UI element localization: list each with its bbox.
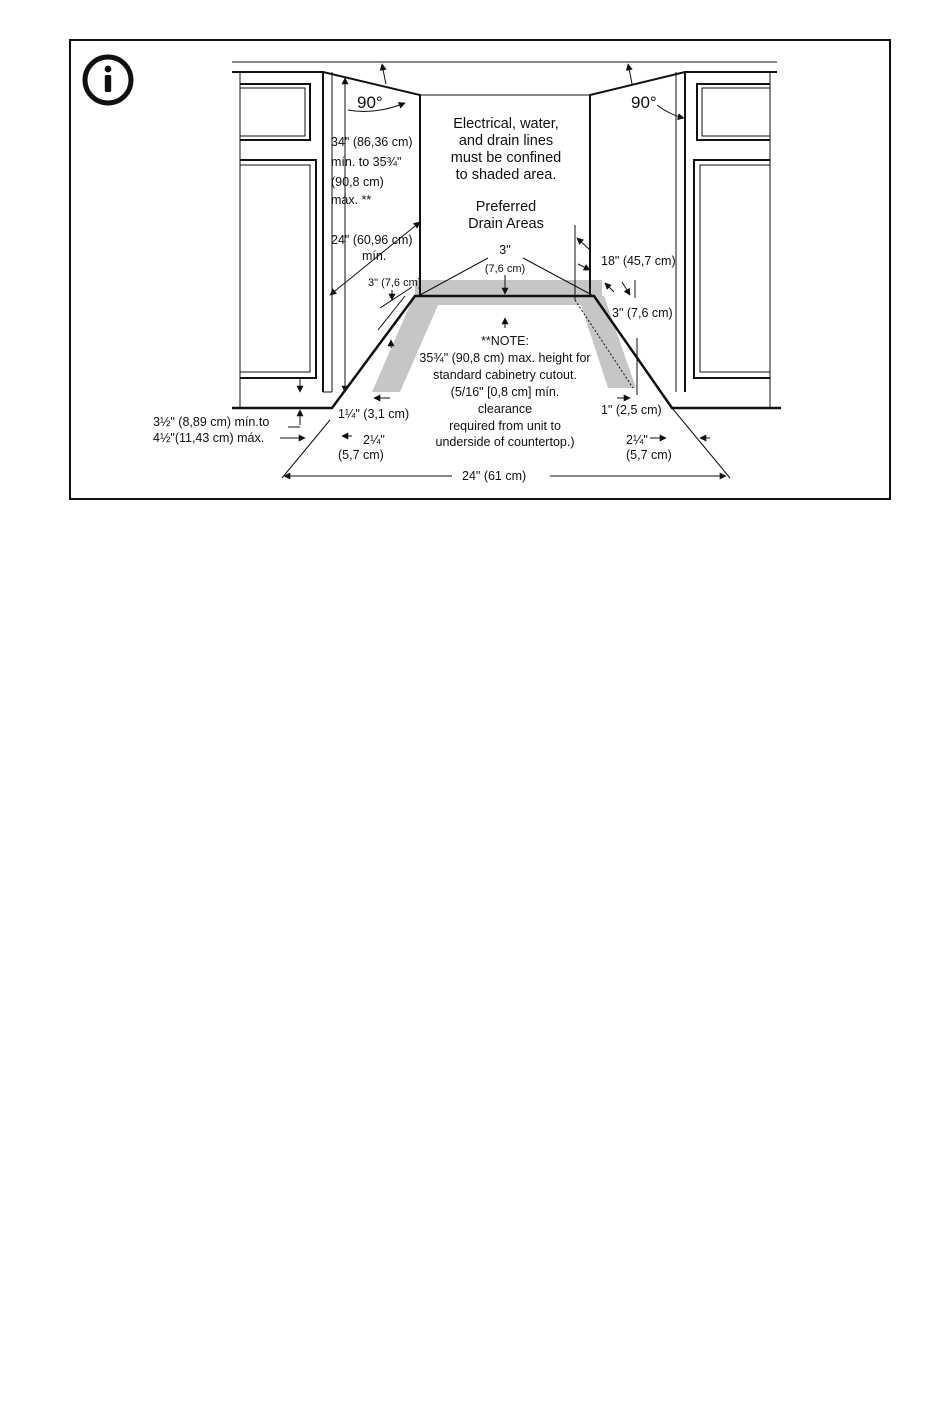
installation-diagram: 90° 90° Electrical, water, and drain lin… [82, 54, 781, 483]
svg-text:24" (60,96 cm): 24" (60,96 cm) [331, 233, 413, 247]
svg-text:must be confined: must be confined [451, 150, 561, 166]
svg-text:required from unit to: required from unit to [449, 419, 561, 433]
info-icon [82, 54, 134, 106]
svg-text:34" (86,36 cm): 34" (86,36 cm) [331, 135, 413, 149]
svg-text:(5,7 cm): (5,7 cm) [338, 448, 384, 462]
dimension-lines [280, 63, 731, 480]
toe-kick-label: 3½" (8,89 cm) mín.to 4½"(11,43 cm) máx. [153, 415, 269, 445]
svg-text:mín.: mín. [362, 249, 386, 263]
preferred-drain-label: Preferred Drain Areas [468, 199, 544, 232]
svg-text:2¼": 2¼" [363, 433, 385, 447]
svg-text:(7,6 cm): (7,6 cm) [485, 263, 525, 275]
svg-text:3": 3" [499, 243, 510, 257]
left-214-label: 2¼" (5,7 cm) [338, 433, 385, 462]
side-walls [377, 225, 634, 389]
note-label: **NOTE: 35¾" (90,8 cm) max. height for s… [419, 334, 590, 449]
left-114-label: 1¼" (3,1 cm) [338, 407, 409, 421]
svg-text:underside of countertop.): underside of countertop.) [436, 435, 575, 449]
drain-width-label: 3" (7,6 cm) [485, 243, 525, 275]
svg-text:Preferred: Preferred [476, 199, 536, 215]
svg-text:(5,7 cm): (5,7 cm) [626, 448, 672, 462]
svg-text:clearance: clearance [478, 402, 532, 416]
svg-text:Electrical, water,: Electrical, water, [453, 116, 559, 132]
right-18-label: 18" (45,7 cm) [601, 254, 676, 268]
right-214-label: 2¼" (5,7 cm) [626, 433, 672, 462]
left-depth-label: 3" (7,6 cm) [368, 277, 421, 289]
svg-text:máx. **: máx. ** [331, 193, 371, 207]
left-cabinet [239, 72, 333, 408]
svg-text:(5/16" [0,8 cm] mín.: (5/16" [0,8 cm] mín. [451, 385, 560, 399]
svg-text:3½" (8,89 cm) mín.to: 3½" (8,89 cm) mín.to [153, 415, 269, 429]
svg-text:(90,8 cm): (90,8 cm) [331, 175, 384, 189]
right-cabinet [675, 72, 771, 408]
svg-text:35¾" (90,8 cm) max. height for: 35¾" (90,8 cm) max. height for [419, 351, 590, 365]
svg-text:to shaded area.: to shaded area. [456, 167, 557, 183]
svg-text:and drain lines: and drain lines [459, 133, 553, 149]
svg-text:2¼": 2¼" [626, 433, 648, 447]
right-1-label: 1" (2,5 cm) [601, 403, 662, 417]
svg-text:Drain Areas: Drain Areas [468, 216, 544, 232]
shaded-area [372, 280, 636, 392]
angle-right: 90° [631, 93, 657, 112]
height-range-label: 34" (86,36 cm) mín. to 35¾" (90,8 cm) má… [331, 135, 413, 207]
diagram-frame [69, 39, 891, 500]
svg-text:mín. to 35¾": mín. to 35¾" [331, 155, 401, 169]
svg-text:**NOTE:: **NOTE: [481, 334, 529, 348]
min-width-label: 24" (60,96 cm) mín. [331, 233, 413, 263]
overall-width-label: 24" (61 cm) [462, 469, 526, 483]
right-3-label: 3" (7,6 cm) [612, 306, 673, 320]
shaded-note: Electrical, water, and drain lines must … [451, 116, 561, 183]
svg-text:4½"(11,43 cm) máx.: 4½"(11,43 cm) máx. [153, 431, 264, 445]
angle-left: 90° [357, 93, 383, 112]
svg-text:standard cabinetry cutout.: standard cabinetry cutout. [433, 368, 577, 382]
opening-outline [232, 61, 781, 410]
